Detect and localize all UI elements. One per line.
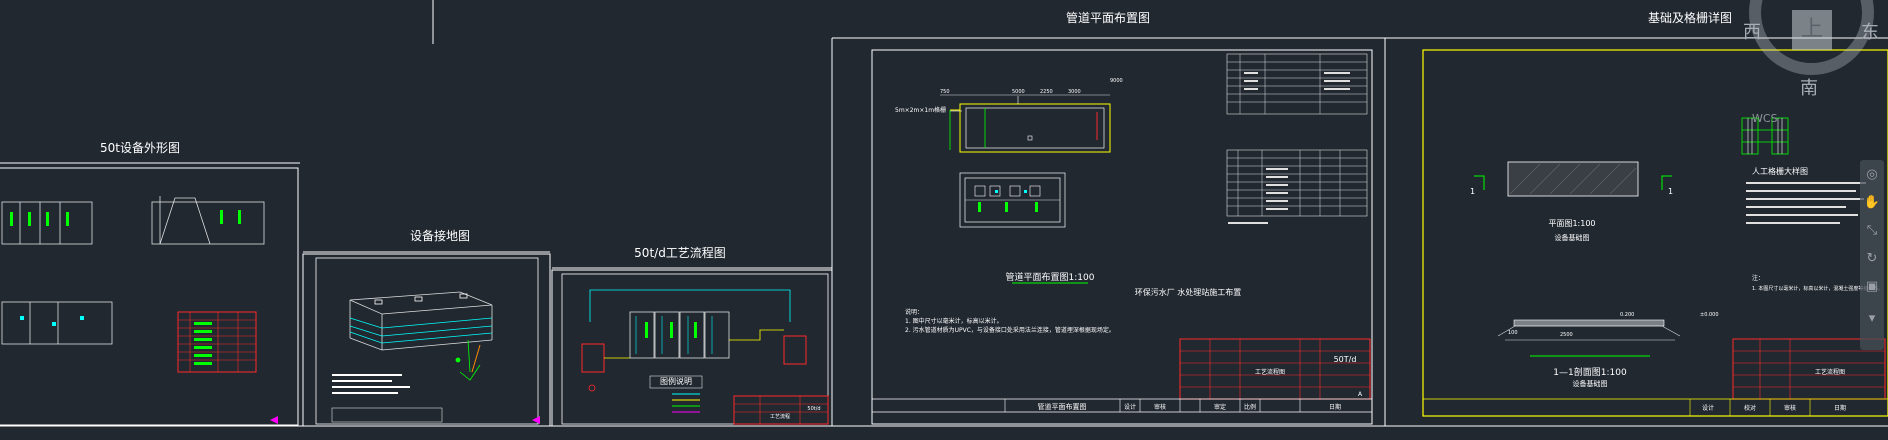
svg-text:设备基础图: 设备基础图 xyxy=(1573,379,1608,388)
svg-text:设计: 设计 xyxy=(1124,403,1136,411)
parts-table xyxy=(177,311,257,373)
pipeline-plan-title: 管道平面布置图1:100 xyxy=(1006,271,1095,283)
foundation-drawing-frame xyxy=(1422,49,1888,417)
sheet-equipment-grounding[interactable]: 设备接地图 xyxy=(302,228,551,427)
viewcube-east[interactable]: 东 xyxy=(1861,22,1879,43)
viewcube-top-face[interactable]: 上 xyxy=(1792,10,1832,50)
sheet-process-flow[interactable]: 50t/d工艺流程图 图例说明 50t/d 工艺流程 xyxy=(551,245,833,427)
sheet-title-foundation-detail: 基础及格栅详图 xyxy=(1648,10,1732,25)
pipeline-plan[interactable]: 5m×2m×1m格栅 750 5000 2250 3000 9000 xyxy=(895,78,1123,153)
svg-text:2. 污水管道材质为UPVC，与设备接口处采用法兰连接，管道: 2. 污水管道材质为UPVC，与设备接口处采用法兰连接，管道埋深根据现场定。 xyxy=(905,326,1115,334)
svg-text:A: A xyxy=(1358,391,1363,398)
svg-text:日期: 日期 xyxy=(1834,404,1846,412)
svg-text:50T/d: 50T/d xyxy=(1334,355,1357,364)
zoom-extents-icon[interactable]: ⤡ xyxy=(1866,223,1878,238)
svg-text:工艺流程图: 工艺流程图 xyxy=(1255,368,1285,376)
sheet-frame xyxy=(0,167,299,426)
viewcube[interactable]: 上 西 东 南 xyxy=(1735,0,1888,100)
svg-text:2500: 2500 xyxy=(1560,332,1573,338)
viewcube-south[interactable]: 南 xyxy=(1800,78,1818,99)
pipeline-drawing-frame xyxy=(871,49,1373,425)
navbar-menu-icon[interactable]: ▾ xyxy=(1868,311,1876,326)
sheet-foundation-detail[interactable]: 基础及格栅详图 1 1 平面图1:100 设备基础图 0.200 ±0.000 … xyxy=(1384,10,1888,426)
pipeline-sheet-name: 管道平面布置图 xyxy=(1038,402,1087,411)
sheet-title-process-flow: 50t/d工艺流程图 xyxy=(634,245,726,260)
process-title-block xyxy=(733,395,829,425)
sheet-pipeline-layout[interactable]: 管道平面布置图 5m×2m×1m格栅 750 5000 2250 3000 90… xyxy=(831,10,1385,426)
svg-text:审核: 审核 xyxy=(1154,403,1166,411)
pipeline-title-block[interactable]: 50T/d 工艺流程图 A 管道平面布置图 设计 审核 审定 比例 日期 xyxy=(872,338,1372,413)
svg-text:日期: 日期 xyxy=(1329,403,1341,411)
grid-detail[interactable]: 人工格栅大样图 注： 1. 本图尺寸以毫米计，标高以米计，混凝土强度等级C25。 xyxy=(1741,117,1883,292)
svg-text:0.200: 0.200 xyxy=(1620,312,1634,318)
foundation-title-block[interactable]: 工艺流程图 设计 校对 审核 日期 xyxy=(1423,338,1888,416)
svg-text:1. 本图尺寸以毫米计，标高以米计，混凝土强度等级C25。: 1. 本图尺寸以毫米计，标高以米计，混凝土强度等级C25。 xyxy=(1752,285,1883,292)
pipeline-center-note: 环保污水厂 水处理站施工布置 xyxy=(1135,287,1242,297)
process-legend-title: 图例说明 xyxy=(660,376,692,386)
orbit-icon[interactable]: ↻ xyxy=(1866,251,1878,266)
svg-text:±0.000: ±0.000 xyxy=(1700,312,1719,318)
svg-text:9000: 9000 xyxy=(1110,78,1123,84)
foundation-plan[interactable]: 1 1 平面图1:100 设备基础图 xyxy=(1470,161,1673,242)
svg-text:5m×2m×1m格栅: 5m×2m×1m格栅 xyxy=(895,106,946,114)
svg-text:比例: 比例 xyxy=(1244,403,1256,411)
svg-text:注：: 注： xyxy=(1752,274,1764,282)
sheet-title-equipment-grounding: 设备接地图 xyxy=(410,228,470,243)
pipeline-equipment-plan[interactable] xyxy=(959,172,1066,228)
svg-text:100: 100 xyxy=(1508,330,1518,336)
svg-text:2250: 2250 xyxy=(1040,89,1053,95)
sheet-equipment-outline[interactable]: 50t设备外形图 xyxy=(0,141,300,426)
svg-text:设备基础图: 设备基础图 xyxy=(1555,233,1590,242)
svg-text:1: 1 xyxy=(1668,187,1673,196)
svg-text:工艺流程图: 工艺流程图 xyxy=(1815,368,1845,376)
svg-text:1: 1 xyxy=(1470,187,1475,196)
manual-grid-title: 人工格栅大样图 xyxy=(1752,166,1808,176)
svg-text:1. 图中尺寸以毫米计，标高以米计。: 1. 图中尺寸以毫米计，标高以米计。 xyxy=(905,317,1003,325)
equipment-list-table xyxy=(1226,149,1368,224)
svg-text:750: 750 xyxy=(940,89,950,95)
foundation-section[interactable]: 0.200 ±0.000 2500 100 1—1剖面图1:100 设备基础图 xyxy=(1497,312,1719,388)
svg-text:3000: 3000 xyxy=(1068,89,1081,95)
showmotion-icon[interactable]: ▣ xyxy=(1865,279,1879,294)
pipe-material-table xyxy=(1226,53,1368,115)
svg-text:审核: 审核 xyxy=(1784,404,1796,412)
svg-text:工艺流程: 工艺流程 xyxy=(770,413,790,420)
steering-wheel-icon[interactable]: ◎ xyxy=(1866,167,1878,182)
svg-text:50t/d: 50t/d xyxy=(807,406,820,412)
sheet-title-pipeline-layout: 管道平面布置图 xyxy=(1066,10,1150,25)
sheet-title-equipment-outline: 50t设备外形图 xyxy=(100,141,180,155)
pan-icon[interactable]: ✋ xyxy=(1863,195,1881,210)
navigation-bar[interactable]: ◎ ✋ ⤡ ↻ ▣ ▾ xyxy=(1860,160,1884,350)
wcs-menu[interactable]: WCS xyxy=(1752,112,1778,125)
viewcube-west[interactable]: 西 xyxy=(1743,22,1761,43)
plan-title: 平面图1:100 xyxy=(1548,219,1595,228)
svg-text:5000: 5000 xyxy=(1012,89,1025,95)
svg-text:审定: 审定 xyxy=(1214,403,1226,411)
svg-text:设计: 设计 xyxy=(1702,404,1714,412)
svg-text:校对: 校对 xyxy=(1744,404,1756,412)
section-title: 1—1剖面图1:100 xyxy=(1553,366,1627,378)
pipeline-note-title: 说明： xyxy=(905,308,923,316)
